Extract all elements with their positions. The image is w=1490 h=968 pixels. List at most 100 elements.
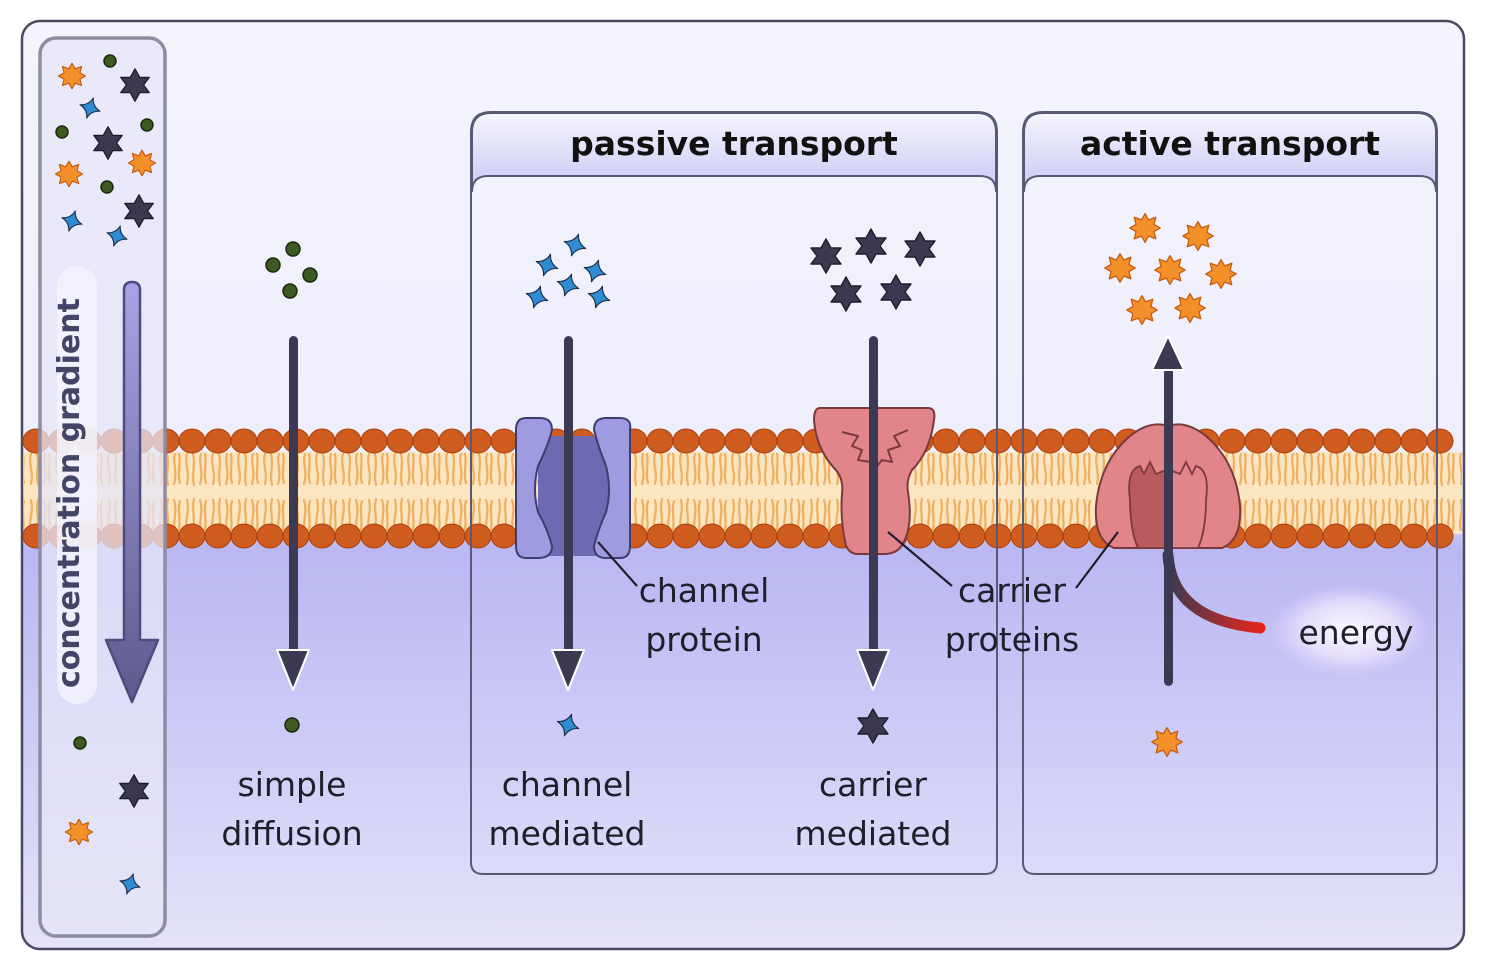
simple-diffusion-line1: simple (237, 765, 347, 804)
lipid-head (1400, 428, 1428, 454)
green-molecule (140, 118, 154, 132)
lipid-head (932, 523, 960, 549)
lipid-head (230, 523, 258, 549)
passive-transport-title: passive transport (570, 124, 898, 163)
orange-molecule (1104, 252, 1136, 284)
carrier-mediated-label: carrier mediated (773, 760, 973, 858)
orange-molecule (1126, 294, 1158, 326)
lipid-heads-top (22, 428, 1454, 454)
lipid-head (724, 428, 752, 454)
green-molecule (285, 241, 301, 257)
lipid-head (1218, 428, 1246, 454)
lipid-head (308, 523, 336, 549)
green-molecule (265, 257, 281, 273)
channel-mediated-label: channel mediated (467, 760, 667, 858)
carrier-mediated-line1: carrier (819, 765, 927, 804)
carrier-proteins-line2: proteins (944, 620, 1080, 659)
lipid-head (724, 523, 752, 549)
lipid-head (1270, 523, 1298, 549)
lipid-head (1296, 428, 1324, 454)
active-transport-title: active transport (1079, 124, 1381, 163)
energy-arrow (1151, 335, 1430, 686)
lipid-head (698, 428, 726, 454)
lipid-bilayer (22, 428, 1462, 549)
lipid-head (906, 523, 934, 549)
lipid-head (490, 523, 518, 549)
lipid-head (776, 523, 804, 549)
lipid-head (412, 428, 440, 454)
lipid-head (750, 523, 778, 549)
orange-molecule (1174, 292, 1206, 324)
lipid-head (1036, 428, 1064, 454)
lipid-head (412, 523, 440, 549)
lipid-head (178, 428, 206, 454)
carrier-protein-active (1094, 423, 1242, 549)
lipid-head (1374, 523, 1402, 549)
green-molecule (73, 736, 87, 750)
simple-diffusion-arrow (276, 336, 310, 691)
lipid-head (438, 428, 466, 454)
energy-label: energy (1298, 613, 1414, 652)
lipid-head (698, 523, 726, 549)
lipid-head (360, 428, 388, 454)
lipid-head (490, 428, 518, 454)
carrier-proteins-line1: carrier (958, 571, 1066, 610)
lipid-head (1322, 428, 1350, 454)
lipid-head (672, 428, 700, 454)
lipid-head (1296, 523, 1324, 549)
channel-protein-label: channel protein (614, 566, 794, 664)
lipid-head (178, 523, 206, 549)
orange-molecule (1182, 220, 1214, 252)
passive-transport-panel (470, 111, 998, 875)
carrier-arrow (856, 336, 890, 691)
lipid-head (360, 523, 388, 549)
lipid-head (464, 523, 492, 549)
orange-molecule (57, 62, 87, 90)
orange-molecule (1205, 258, 1237, 290)
green-molecule (302, 267, 318, 283)
lipid-head (1270, 428, 1298, 454)
channel-mediated-line2: mediated (488, 814, 646, 853)
lipid-head (386, 523, 414, 549)
lipid-head (334, 428, 362, 454)
simple-diffusion-label: simple diffusion (192, 760, 392, 858)
channel-protein-line2: protein (645, 620, 763, 659)
orange-molecule (1129, 212, 1161, 244)
gradient-label-pill (57, 266, 97, 704)
lipid-head (646, 428, 674, 454)
concentration-gradient-label: concentration gradient (52, 298, 87, 688)
channel-mediated-line1: channel (501, 765, 633, 804)
gradient-arrow (104, 280, 160, 704)
lipid-head (932, 428, 960, 454)
orange-molecule (1151, 726, 1183, 758)
orange-molecule (127, 149, 157, 177)
lipid-head (230, 428, 258, 454)
lipid-head (1348, 428, 1376, 454)
channel-arrow (551, 336, 585, 691)
lipid-head (1244, 428, 1272, 454)
lipid-head (438, 523, 466, 549)
lipid-head (1426, 523, 1454, 549)
lipid-head (204, 428, 232, 454)
lipid-head (776, 428, 804, 454)
active-transport-panel (1022, 111, 1438, 875)
orange-molecule (1154, 254, 1186, 286)
channel-protein-line1: channel (638, 571, 770, 610)
green-molecule (55, 125, 69, 139)
lipid-head (1400, 523, 1428, 549)
gradient-column (38, 36, 167, 938)
lipid-head (958, 523, 986, 549)
lipid-head (1348, 523, 1376, 549)
lipid-head (1374, 428, 1402, 454)
lipid-head (308, 428, 336, 454)
lipid-head (1244, 523, 1272, 549)
lipid-head (334, 523, 362, 549)
lipid-head (1322, 523, 1350, 549)
lipid-head (1426, 428, 1454, 454)
lipid-head (646, 523, 674, 549)
carrier-proteins-label: carrier proteins (922, 566, 1102, 664)
green-molecule (284, 717, 300, 733)
channel-protein (515, 417, 632, 559)
lipid-head (1036, 523, 1064, 549)
